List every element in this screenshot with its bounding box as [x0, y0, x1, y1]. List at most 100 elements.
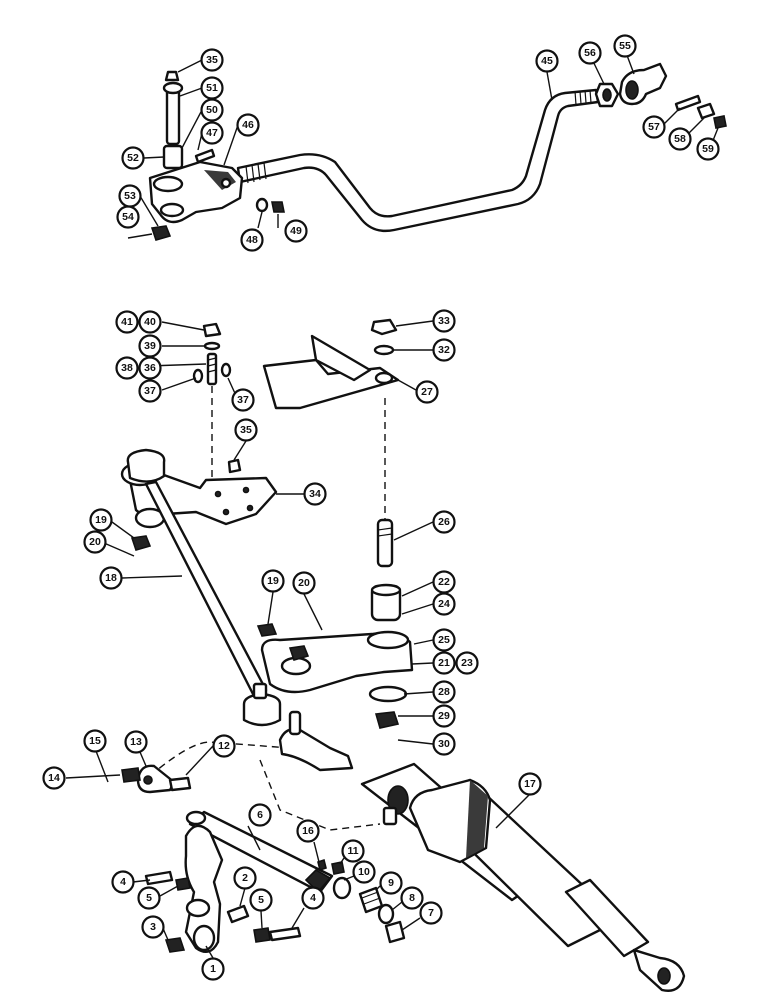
svg-text:5: 5 [146, 892, 152, 904]
svg-text:58: 58 [674, 133, 686, 145]
callout-7: 7 [419, 901, 443, 925]
svg-text:23: 23 [461, 657, 473, 669]
callout-26: 26 [432, 510, 456, 534]
callout-14: 14 [42, 766, 66, 790]
svg-text:4: 4 [310, 892, 316, 904]
callout-49: 49 [284, 219, 308, 243]
callout-25: 25 [432, 628, 456, 652]
svg-text:53: 53 [124, 190, 136, 202]
callout-24: 24 [432, 592, 456, 616]
callout-5-upper: 5 [137, 886, 161, 910]
svg-text:48: 48 [246, 234, 258, 246]
svg-text:28: 28 [438, 686, 450, 698]
pin-bushing [162, 144, 184, 170]
callout-40: 40 [138, 310, 162, 334]
callout-9: 9 [379, 871, 403, 895]
callout-15: 15 [83, 729, 107, 753]
svg-text:1: 1 [210, 963, 216, 975]
svg-text:29: 29 [438, 710, 450, 722]
bracket-tab [310, 334, 372, 382]
svg-text:35: 35 [206, 54, 218, 66]
svg-text:41: 41 [121, 316, 133, 328]
callout-52: 52 [121, 146, 145, 170]
svg-text:21: 21 [438, 657, 450, 669]
callout-39: 39 [138, 334, 162, 358]
svg-text:12: 12 [218, 740, 230, 752]
callout-35-top: 35 [200, 48, 224, 72]
svg-text:38: 38 [121, 362, 133, 374]
svg-text:2: 2 [242, 872, 248, 884]
callout-35-mid: 35 [234, 418, 258, 442]
svg-text:50: 50 [206, 104, 218, 116]
svg-text:16: 16 [302, 825, 314, 837]
pitman-arm [184, 824, 224, 954]
svg-text:11: 11 [347, 845, 358, 857]
callout-23: 23 [455, 651, 479, 675]
svg-text:17: 17 [524, 778, 536, 790]
callout-30: 30 [432, 732, 456, 756]
svg-text:20: 20 [298, 577, 310, 589]
callout-58: 58 [668, 127, 692, 151]
svg-text:24: 24 [438, 598, 450, 610]
svg-text:30: 30 [438, 738, 450, 750]
svg-text:4: 4 [120, 876, 126, 888]
callout-33: 33 [432, 309, 456, 333]
callout-27: 27 [415, 380, 439, 404]
callout-34: 34 [303, 482, 327, 506]
svg-text:25: 25 [438, 634, 450, 646]
svg-text:52: 52 [127, 152, 139, 164]
svg-text:57: 57 [648, 121, 660, 133]
callout-4-lower: 4 [301, 886, 325, 910]
callout-10: 10 [352, 860, 376, 884]
svg-text:27: 27 [421, 386, 433, 398]
callout-22: 22 [432, 570, 456, 594]
callout-41: 41 [115, 310, 139, 334]
callout-11: 11 [341, 839, 365, 863]
callout-20-mid: 20 [292, 571, 316, 595]
callout-38: 38 [115, 356, 139, 380]
svg-text:9: 9 [388, 877, 394, 889]
svg-text:8: 8 [409, 892, 415, 904]
svg-text:32: 32 [438, 344, 450, 356]
svg-text:33: 33 [438, 315, 450, 327]
callout-37-left: 37 [138, 379, 162, 403]
callout-47: 47 [200, 121, 224, 145]
svg-text:3: 3 [150, 921, 156, 933]
svg-text:13: 13 [130, 736, 142, 748]
callout-45: 45 [535, 49, 559, 73]
callout-51: 51 [200, 76, 224, 100]
callout-5-lower: 5 [249, 888, 273, 912]
svg-text:37: 37 [144, 385, 156, 397]
svg-text:39: 39 [144, 340, 156, 352]
svg-text:36: 36 [144, 362, 156, 374]
svg-text:56: 56 [584, 47, 596, 59]
svg-text:26: 26 [438, 516, 450, 528]
callout-18: 18 [99, 566, 123, 590]
svg-text:51: 51 [206, 82, 218, 94]
callout-28: 28 [432, 680, 456, 704]
svg-text:18: 18 [105, 572, 117, 584]
callouts: 35 51 50 47 46 52 53 54 48 49 45 56 55 5… [42, 34, 720, 981]
svg-text:37: 37 [237, 394, 249, 406]
callout-48: 48 [240, 228, 264, 252]
callout-50: 50 [200, 98, 224, 122]
castle-nut [150, 225, 172, 241]
callout-59: 59 [696, 137, 720, 161]
callout-19-left: 19 [89, 508, 113, 532]
callout-2: 2 [233, 866, 257, 890]
callout-57: 57 [642, 115, 666, 139]
callout-37-right: 37 [231, 388, 255, 412]
tie-rod [236, 88, 600, 233]
svg-text:59: 59 [702, 143, 714, 155]
callout-17: 17 [518, 772, 542, 796]
callout-29: 29 [432, 704, 456, 728]
callout-21: 21 [432, 651, 456, 675]
tie-rod-assembly [127, 49, 727, 241]
callout-46: 46 [236, 113, 260, 137]
svg-text:55: 55 [619, 40, 631, 52]
callout-16: 16 [296, 819, 320, 843]
callout-12: 12 [212, 734, 236, 758]
svg-text:35: 35 [240, 424, 252, 436]
svg-text:10: 10 [358, 866, 370, 878]
